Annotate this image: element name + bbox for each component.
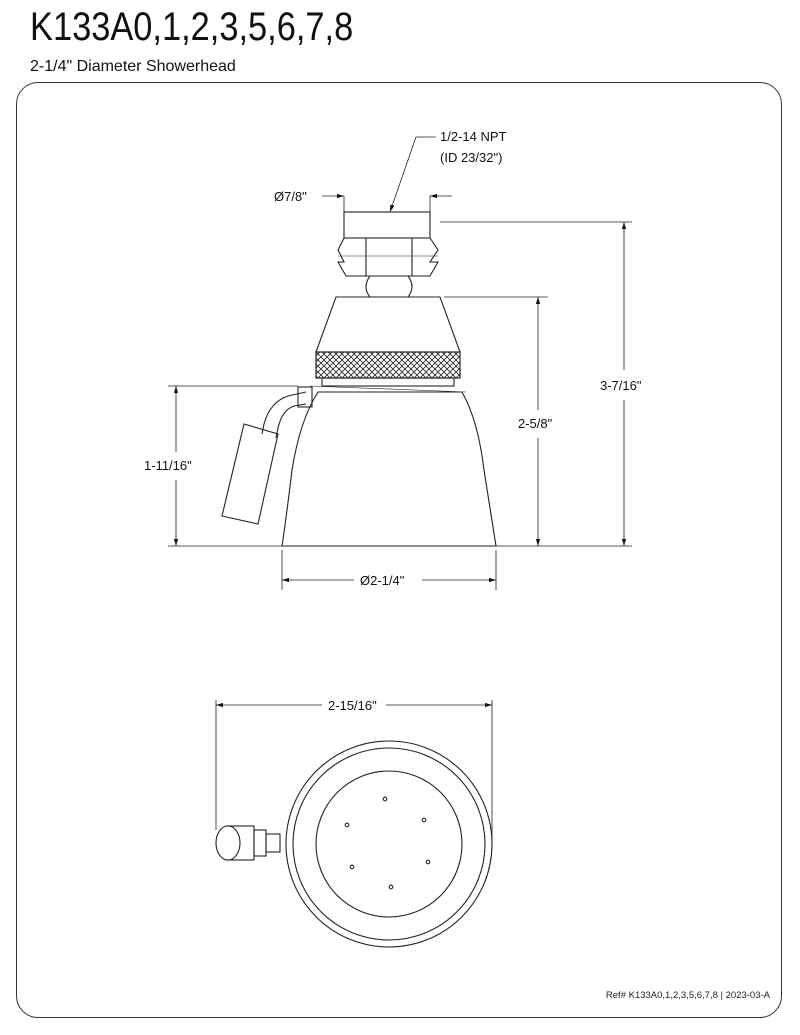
- product-subtitle: 2-1/4" Diameter Showerhead: [30, 58, 236, 75]
- spray-plate: [315, 770, 463, 918]
- side-view: [221, 211, 497, 547]
- side-dimensions: [168, 136, 632, 590]
- overall-height-label: 3-7/16": [600, 378, 642, 393]
- hex-nut: [337, 237, 439, 277]
- face-diameter-label: Ø2-1/4": [360, 573, 405, 588]
- thread-id-label: (ID 23/32"): [440, 150, 502, 165]
- bottom-dimensions: [215, 700, 493, 844]
- inlet-pipe: [343, 211, 431, 239]
- drawing-frame: [16, 82, 782, 1018]
- face-outer-ring: [285, 740, 493, 948]
- ball-joint: [365, 275, 413, 298]
- collar: [315, 296, 461, 353]
- showerhead-body: [281, 391, 497, 547]
- handle-height-label: 1-11/16": [144, 458, 192, 473]
- inlet-diameter-label: Ø7/8": [274, 189, 307, 204]
- knurled-ring: [315, 351, 461, 379]
- adjust-lever-arm: [261, 391, 307, 439]
- bottom-view: [215, 740, 493, 948]
- model-title: K133A0,1,2,3,5,6,7,8: [30, 5, 354, 49]
- reference-number: Ref# K133A0,1,2,3,5,6,7,8 | 2023-03-A: [605, 990, 770, 1001]
- face-inner-ring: [292, 747, 486, 941]
- body-height-label: 2-5/8": [518, 416, 553, 431]
- adjust-lever-grip: [221, 423, 279, 525]
- thread-spec-label: 1/2-14 NPT: [440, 129, 507, 144]
- overall-width-label: 2-15/16": [328, 698, 377, 713]
